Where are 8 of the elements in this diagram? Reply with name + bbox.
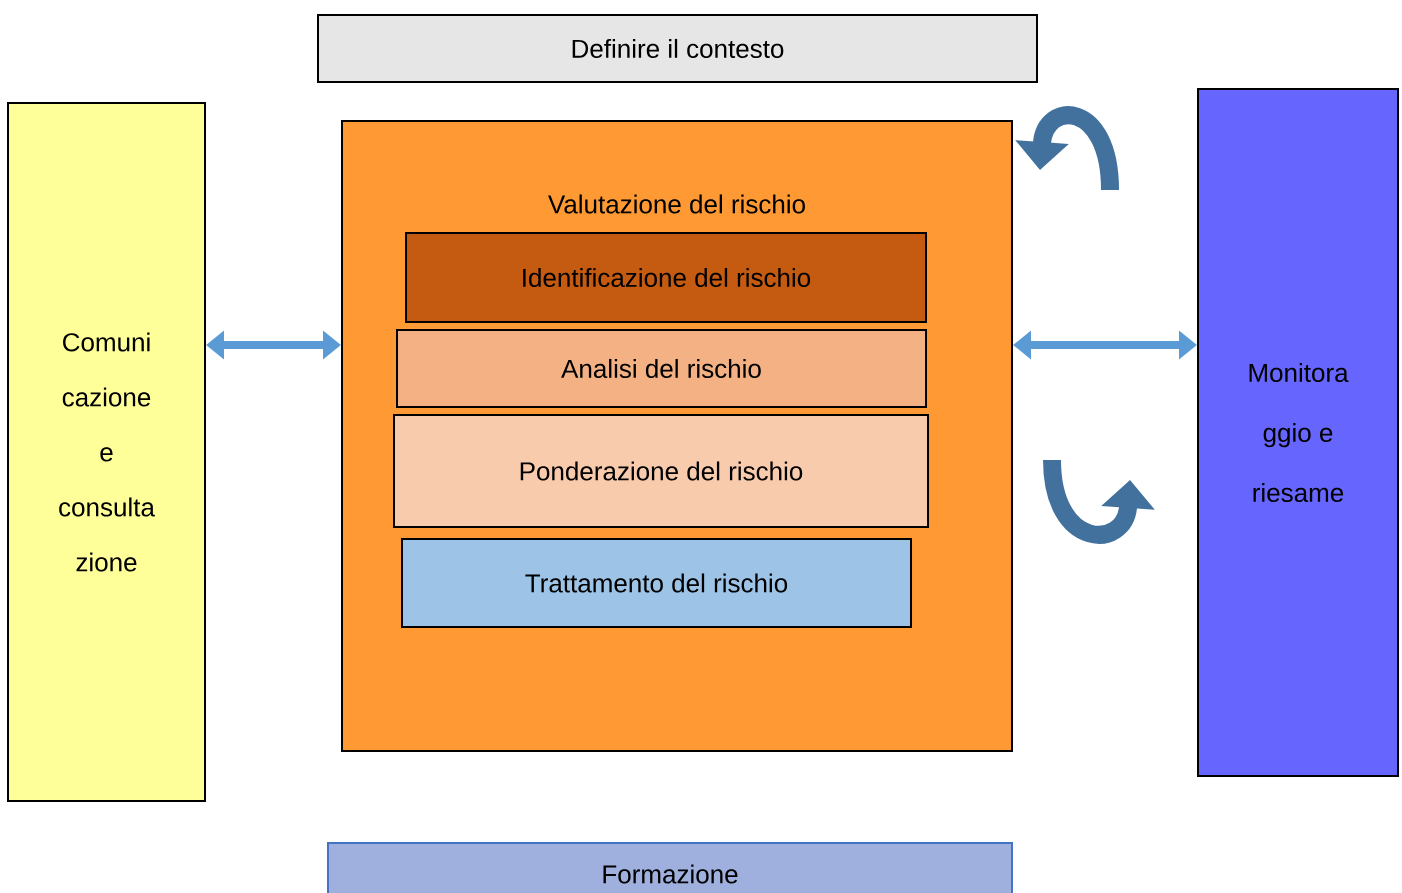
process-box: Trattamento del rischio [401,538,912,628]
process-box: Definire il contesto [317,14,1038,83]
process-box: Comuni cazione e consulta zione [7,102,206,802]
process-box: Formazione [327,842,1013,893]
process-box: Analisi del rischio [396,329,927,408]
process-box: Monitora ggio e riesame [1197,88,1399,777]
process-box: Identificazione del rischio [405,232,927,323]
process-box: Ponderazione del rischio [393,414,929,528]
